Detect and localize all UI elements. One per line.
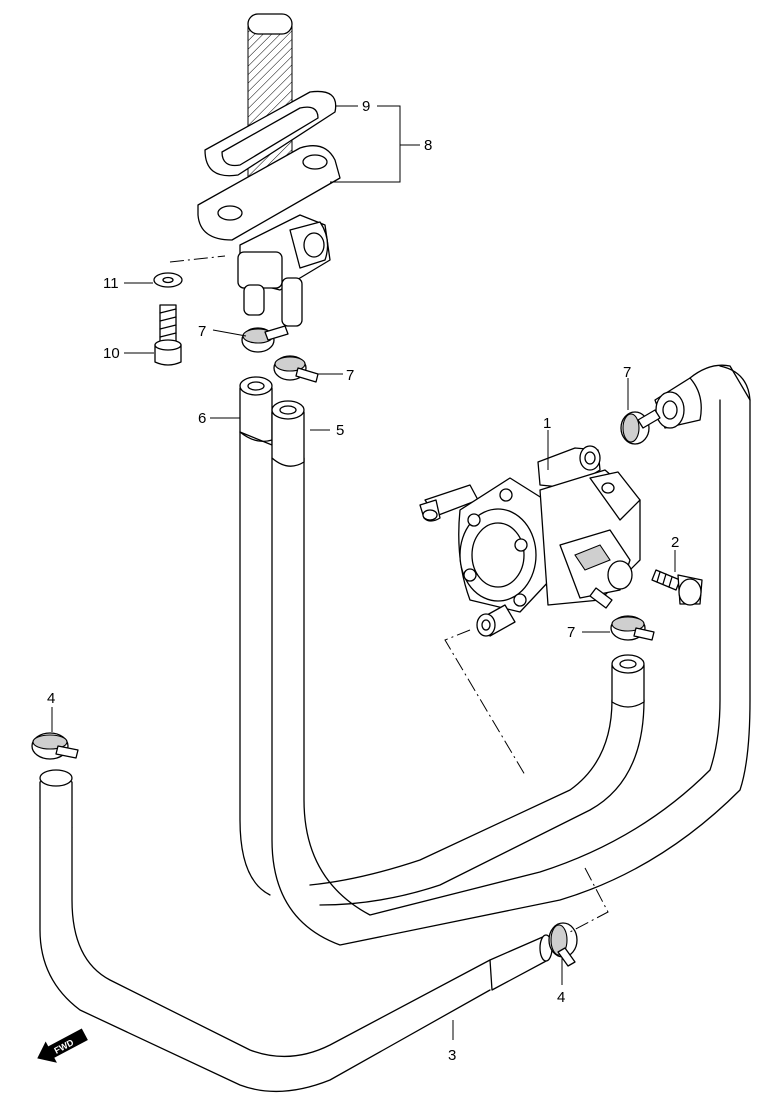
callout-2: 2 [671,534,679,551]
callout-4-lower: 4 [557,989,565,1006]
bolt-2 [651,569,703,606]
callout-8: 8 [424,137,432,154]
callouts: 1 2 3 4 4 5 6 7 7 7 7 8 9 10 11 [47,98,679,1064]
hose-6 [239,376,273,896]
clamp-7-right-lower [610,615,655,641]
fuel-pump [419,445,641,933]
callout-11: 11 [103,275,119,292]
callout-7-upper-right: 7 [346,367,354,384]
fuel-cock-outlet-right [281,277,303,327]
callout-1: 1 [543,415,551,432]
clamp-7-upper-right [273,355,319,383]
callout-7-upper-left: 7 [198,323,206,340]
callout-3: 3 [448,1047,456,1064]
callout-7-right-top: 7 [623,364,631,381]
callout-6: 6 [198,410,206,427]
clamp-7-right-top [620,409,661,445]
callout-7-right-lower: 7 [567,624,575,641]
hose-pump-outlet [309,654,645,906]
fuel-cock-outlet-left [243,284,265,316]
fwd-arrow-icon: FWD [37,1028,88,1063]
callout-4-left: 4 [47,690,55,707]
hose-3 [39,769,553,1093]
bolt-10 [154,304,182,366]
washer-11 [153,272,183,288]
callout-10: 10 [103,345,120,362]
callout-5: 5 [336,422,344,439]
hose-return-top [654,364,751,429]
hose-5 [271,365,751,946]
clamp-4-lower [548,922,578,967]
leader-lines [51,105,676,1040]
clamp-4-left [31,732,79,760]
fuel-cock-assembly [169,13,341,327]
callout-9: 9 [362,98,370,115]
clamp-7-upper-left [241,325,289,353]
